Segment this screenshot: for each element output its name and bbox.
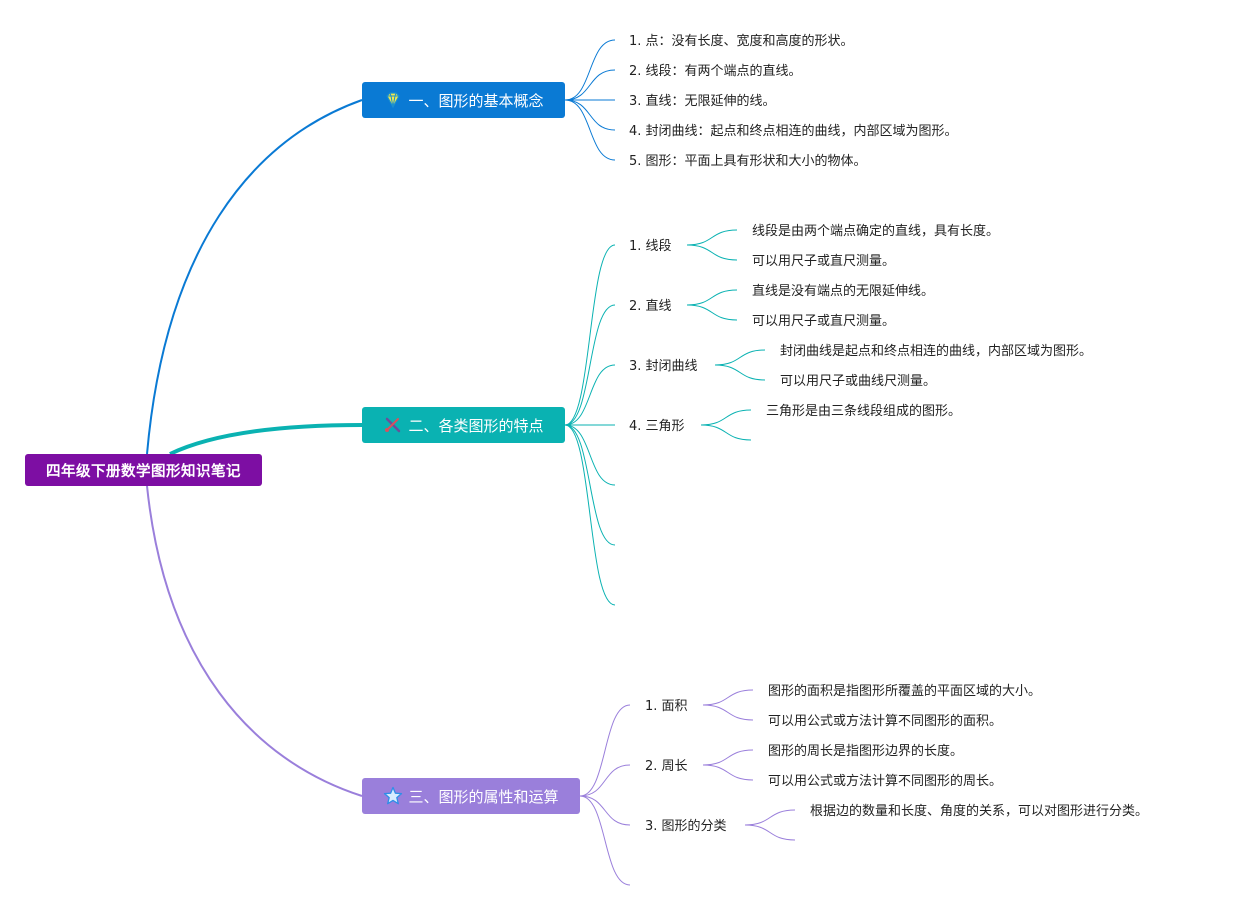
link-detail (744, 809, 796, 826)
detail-item: 图形的周长是指图形边界的长度。 (768, 744, 964, 759)
detail-item: 图形的面积是指图形所覆盖的平面区域的大小。 (768, 684, 1042, 699)
branch-1-links (564, 39, 616, 161)
star-icon (383, 786, 403, 806)
detail-item: 可以用尺子或直尺测量。 (752, 314, 896, 329)
concept-item: 1. 点：没有长度、宽度和高度的形状。 (629, 34, 854, 49)
diamond-icon (383, 90, 403, 110)
connector-root-to-branch-1 (146, 99, 363, 455)
link-detail (700, 424, 752, 441)
link-branch-1-item (564, 69, 616, 101)
link-detail (700, 409, 752, 426)
branch-1-label: 一、图形的基本概念 (408, 91, 544, 110)
detail-item: 可以用尺子或曲线尺测量。 (780, 374, 937, 389)
branch-properties-operations[interactable]: 三、图形的属性和运算 (362, 778, 580, 814)
link-branch-2-subtopic (564, 244, 616, 426)
link-detail (714, 349, 766, 366)
link-detail (702, 704, 754, 721)
root-node[interactable]: 四年级下册数学图形知识笔记 (25, 454, 262, 486)
subtopic-closed-curve[interactable]: 3. 封闭曲线 (629, 359, 698, 374)
concept-item: 4. 封闭曲线：起点和终点相连的曲线，内部区域为图形。 (629, 124, 958, 139)
link-detail (702, 749, 754, 766)
link-detail (686, 289, 738, 306)
subtopic-triangle[interactable]: 4. 三角形 (629, 419, 685, 434)
detail-item: 可以用公式或方法计算不同图形的面积。 (768, 714, 1003, 729)
detail-item: 线段是由两个端点确定的直线，具有长度。 (752, 224, 1000, 239)
link-detail (686, 244, 738, 261)
link-detail (686, 304, 738, 321)
link-branch-3-subtopic (579, 704, 631, 797)
detail-item: 根据边的数量和长度、角度的关系，可以对图形进行分类。 (810, 804, 1149, 819)
link-branch-1-item (564, 39, 616, 101)
detail-item: 封闭曲线是起点和终点相连的曲线，内部区域为图形。 (780, 344, 1093, 359)
branch-3-label: 三、图形的属性和运算 (408, 787, 559, 806)
connector-root-to-branch-3 (146, 485, 363, 797)
detail-item: 直线是没有端点的无限延伸线。 (752, 284, 935, 299)
link-branch-2-subtopic (564, 304, 616, 426)
subtopic-classification[interactable]: 3. 图形的分类 (645, 819, 727, 834)
detail-item: 三角形是由三条线段组成的图形。 (766, 404, 962, 419)
link-branch-1-item (564, 99, 616, 131)
branch-basic-concepts[interactable]: 一、图形的基本概念 (362, 82, 565, 118)
concept-item: 3. 直线：无限延伸的线。 (629, 94, 776, 109)
link-detail (702, 689, 754, 706)
link-branch-2-subtopic (564, 364, 616, 426)
link-branch-3-subtopic (579, 764, 631, 797)
subtopic-perimeter[interactable]: 2. 周长 (645, 759, 688, 774)
link-branch-2-subtopic (564, 424, 616, 606)
link-branch-3-subtopic (579, 795, 631, 826)
link-detail (686, 229, 738, 246)
link-detail (702, 764, 754, 781)
concept-item: 5. 图形：平面上具有形状和大小的物体。 (629, 154, 867, 169)
subtopic-line-segment[interactable]: 1. 线段 (629, 239, 672, 254)
detail-item: 可以用公式或方法计算不同图形的周长。 (768, 774, 1003, 789)
link-branch-3-subtopic (579, 795, 631, 886)
branch-3-links (579, 689, 796, 886)
branch-2-links (564, 229, 766, 606)
concept-item: 2. 线段：有两个端点的直线。 (629, 64, 802, 79)
link-branch-2-subtopic (564, 424, 616, 546)
link-detail (744, 824, 796, 841)
tools-icon (383, 415, 403, 435)
branch-shape-features[interactable]: 二、各类图形的特点 (362, 407, 565, 443)
branch-2-label: 二、各类图形的特点 (408, 416, 544, 435)
connector-root-to-branch-2 (169, 423, 363, 456)
link-branch-2-subtopic (564, 424, 616, 486)
detail-item: 可以用尺子或直尺测量。 (752, 254, 896, 269)
link-detail (714, 364, 766, 381)
subtopic-area[interactable]: 1. 面积 (645, 699, 688, 714)
link-branch-1-item (564, 99, 616, 161)
subtopic-straight-line[interactable]: 2. 直线 (629, 299, 672, 314)
